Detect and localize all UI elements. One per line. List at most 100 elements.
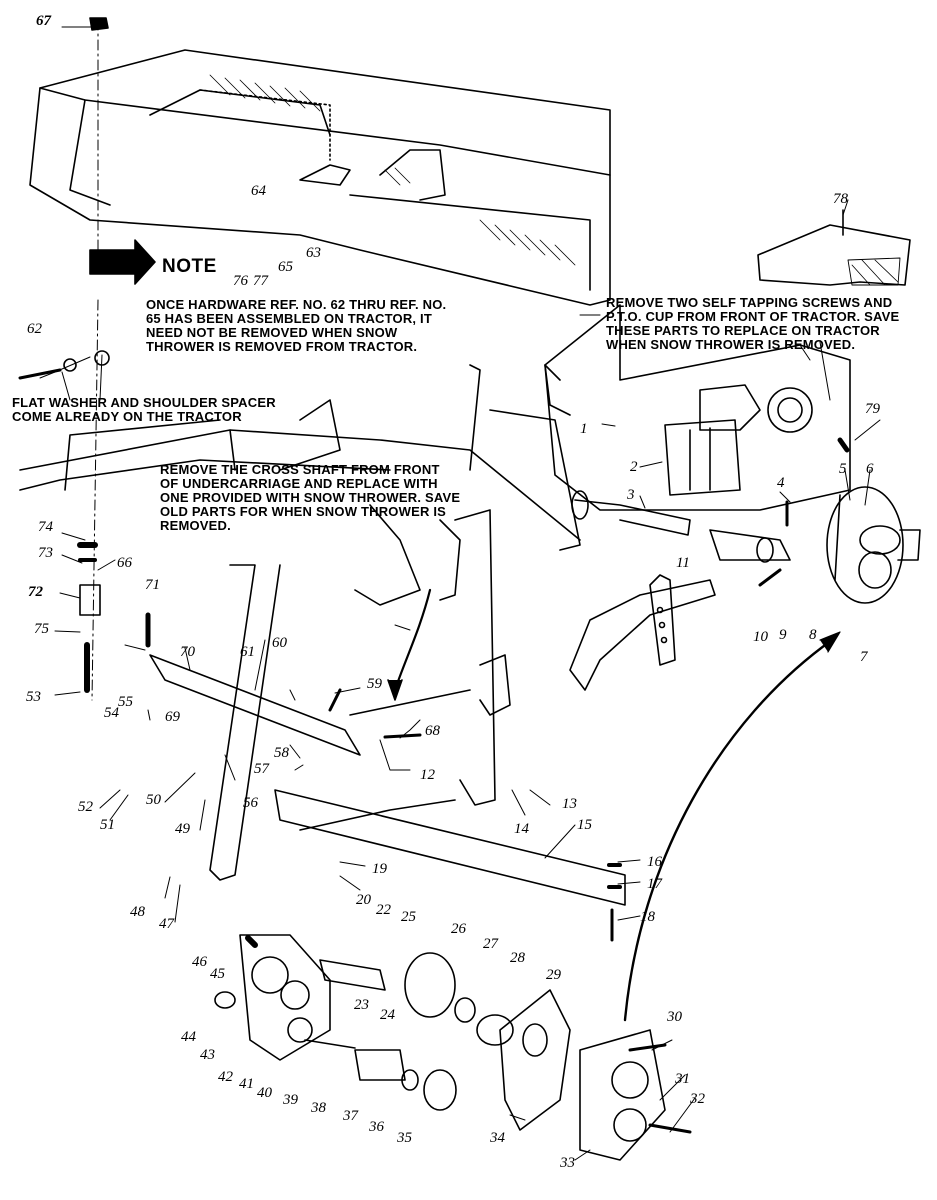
callout-1: 1: [580, 421, 588, 437]
callout-40: 40: [257, 1085, 272, 1101]
callout-6: 6: [866, 461, 874, 477]
callout-52: 52: [78, 799, 93, 815]
callout-36: 36: [369, 1119, 384, 1135]
undercarriage-bars: [149, 654, 626, 906]
callout-78: 78: [833, 191, 848, 207]
callout-26: 26: [451, 921, 466, 937]
assembly-centerline: [91, 19, 99, 701]
callout-43: 43: [200, 1047, 215, 1063]
callout-65: 65: [278, 259, 293, 275]
callout-28: 28: [510, 950, 525, 966]
callout-48: 48: [130, 904, 145, 920]
callout-74: 74: [38, 519, 53, 535]
callout-35: 35: [397, 1130, 412, 1146]
callout-76: 76: [233, 273, 248, 289]
callout-34: 34: [490, 1130, 505, 1146]
callout-61: 61: [240, 644, 255, 660]
callout-70: 70: [180, 644, 195, 660]
callout-55: 55: [118, 694, 133, 710]
callout-3: 3: [627, 487, 635, 503]
callout-73: 73: [38, 545, 53, 561]
callout-12: 12: [420, 767, 435, 783]
callout-14: 14: [514, 821, 529, 837]
bottom-gearbox: [214, 934, 666, 1161]
callout-54: 54: [104, 705, 119, 721]
callout-56: 56: [243, 795, 258, 811]
callout-41: 41: [239, 1076, 254, 1092]
housing-hatching: [209, 74, 576, 266]
callout-77: 77: [253, 273, 268, 289]
callout-22: 22: [376, 902, 391, 918]
callout-45: 45: [210, 966, 225, 982]
callout-24: 24: [380, 1007, 395, 1023]
lift-arms: [209, 509, 511, 881]
housing-outline: [29, 49, 611, 306]
callout-44: 44: [181, 1029, 196, 1045]
callout-33: 33: [560, 1155, 575, 1171]
callout-8: 8: [809, 627, 817, 643]
callout-15: 15: [577, 817, 592, 833]
callout-64: 64: [251, 183, 266, 199]
callout-49: 49: [175, 821, 190, 837]
washer-note: FLAT WASHER AND SHOULDER SPACER COME ALR…: [12, 395, 276, 424]
callout-16: 16: [647, 854, 662, 870]
callout-46: 46: [192, 954, 207, 970]
callout-2: 2: [630, 459, 638, 475]
callout-17: 17: [647, 876, 662, 892]
callout-51: 51: [100, 817, 115, 833]
note-arrow-icon: [89, 239, 156, 285]
callout-66: 66: [117, 555, 132, 571]
callout-53: 53: [26, 689, 41, 705]
callout-39: 39: [283, 1092, 298, 1108]
callout-59: 59: [367, 676, 382, 692]
callout-63: 63: [306, 245, 321, 261]
callout-4: 4: [777, 475, 785, 491]
callout-25: 25: [401, 909, 416, 925]
callout-5: 5: [839, 461, 847, 477]
callout-67: 67: [36, 13, 51, 29]
gearbox-right: [826, 486, 921, 604]
callout-42: 42: [218, 1069, 233, 1085]
callout-10: 10: [753, 629, 768, 645]
callout-75: 75: [34, 621, 49, 637]
callout-27: 27: [483, 936, 498, 952]
callout-20: 20: [356, 892, 371, 908]
hardware-bits: [18, 17, 850, 1134]
linkage-arm: [569, 574, 716, 691]
callout-50: 50: [146, 792, 161, 808]
callout-30: 30: [667, 1009, 682, 1025]
callout-31: 31: [675, 1071, 690, 1087]
callout-11: 11: [676, 555, 690, 571]
hardware-note: ONCE HARDWARE REF. NO. 62 THRU REF. NO. …: [146, 297, 447, 354]
callout-69: 69: [165, 709, 180, 725]
note-title: NOTE: [162, 256, 217, 277]
callout-18: 18: [640, 909, 655, 925]
cross-shaft-note: REMOVE THE CROSS SHAFT FROM FRONT OF UND…: [160, 462, 461, 533]
callout-62: 62: [27, 321, 42, 337]
callout-29: 29: [546, 967, 561, 983]
callout-7: 7: [860, 649, 868, 665]
callout-32: 32: [690, 1091, 705, 1107]
callout-60: 60: [272, 635, 287, 651]
callout-38: 38: [311, 1100, 326, 1116]
pto-cover: [757, 209, 911, 286]
callout-58: 58: [274, 745, 289, 761]
screws-note: REMOVE TWO SELF TAPPING SCREWS AND P.T.O…: [606, 295, 900, 352]
callout-72: 72: [28, 584, 43, 600]
callout-9: 9: [779, 627, 787, 643]
callout-23: 23: [354, 997, 369, 1013]
callout-47: 47: [159, 916, 174, 932]
callout-79: 79: [865, 401, 880, 417]
drive-shaft: [571, 490, 791, 563]
leader-lines: [39, 26, 881, 1161]
assembly-arrow: [623, 638, 834, 1022]
cross-frame: [19, 364, 581, 606]
callout-71: 71: [145, 577, 160, 593]
callout-57: 57: [254, 761, 269, 777]
callout-37: 37: [343, 1108, 358, 1124]
callout-13: 13: [562, 796, 577, 812]
cross-shaft-arrow: [393, 588, 432, 692]
callout-19: 19: [372, 861, 387, 877]
callout-68: 68: [425, 723, 440, 739]
